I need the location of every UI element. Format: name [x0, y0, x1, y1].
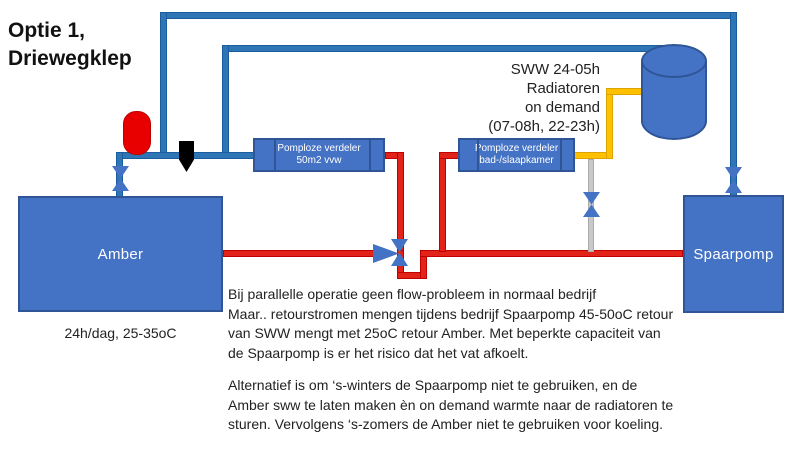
expansion-vessel: [123, 111, 151, 155]
spaarpomp-label: Spaarpomp: [693, 245, 774, 263]
page-title: Optie 1, Driewegklep: [8, 17, 132, 73]
pipe-red-manifold-right-in: [439, 152, 459, 159]
amber-box: Amber: [18, 196, 223, 312]
storage-tank-top: [641, 44, 707, 78]
manifold-left-box: Pomploze verdeler 50m2 vvw: [253, 138, 385, 172]
sww-note-line3: on demand: [524, 99, 600, 116]
pipe-red-main-to-spaarpomp: [420, 250, 683, 257]
manifold-right-box: Pomploze verdeler bad-/slaapkamer: [458, 138, 575, 172]
title-line2: Driewegklep: [8, 47, 132, 70]
manifold-right-divider-2: [560, 140, 562, 170]
para1-line2: Maar.. retourstromen mengen tijdens bedr…: [228, 305, 674, 322]
pipe-blue-top-horizontal: [160, 12, 737, 19]
storage-tank: [641, 44, 707, 140]
pipe-blue-second-horizontal: [222, 45, 677, 52]
pipe-yellow-vertical: [606, 88, 613, 159]
manifold-right-divider-1: [477, 140, 479, 170]
pipe-red-manifold-right-riser: [439, 152, 446, 252]
amber-schedule-note: 24h/dag, 25-35oC: [64, 325, 177, 341]
manifold-right-line2: bad-/slaapkamer: [479, 155, 554, 166]
note-paragraph-1: Bij parallelle operatie geen flow-proble…: [228, 285, 702, 363]
manifold-left-label: Pomploze verdeler 50m2 vvw: [255, 143, 383, 167]
spaarpomp-box: Spaarpomp: [683, 195, 784, 313]
title-line1: Optie 1,: [8, 19, 86, 42]
para2-line1: Alternatief is om ‘s-winters de Spaarpom…: [228, 377, 638, 393]
para1-line1: Bij parallelle operatie geen flow-proble…: [228, 286, 597, 302]
pipe-blue-left-vertical-1: [160, 12, 167, 159]
pipe-red-manifold-left-drop: [397, 152, 404, 251]
sww-note-line4: (07-08h, 22-23h): [488, 118, 600, 135]
sww-note-line2: Radiatoren: [526, 80, 600, 97]
manifold-left-line1: Pomploze verdeler: [277, 143, 361, 154]
para1-line3: van SWW mengt met 25oC retour Amber. Met…: [228, 325, 661, 341]
manifold-left-line2: 50m2 vvw: [296, 155, 342, 166]
sww-schedule-note: SWW 24-05h Radiatoren on demand (07-08h,…: [418, 60, 600, 136]
manifold-right-label: Pomploze verdeler bad-/slaapkamer: [460, 143, 573, 167]
note-paragraph-2: Alternatief is om ‘s-winters de Spaarpom…: [228, 376, 702, 435]
black-arrow-marker: [179, 141, 194, 172]
manifold-left-divider-1: [274, 140, 276, 170]
para1-line4: de Spaarpomp is er het risico dat het va…: [228, 344, 529, 361]
para2-line2: Amber sww te laten maken èn on demand wa…: [228, 396, 674, 413]
manifold-right-line1: Pomploze verdeler: [474, 143, 559, 154]
para2-line3: sturen. Vervolgens ‘s-zomers de Amber ni…: [228, 416, 664, 432]
pipe-yellow-tank-link: [606, 88, 646, 95]
pipe-blue-left-vertical-2: [222, 45, 229, 159]
manifold-left-divider-2: [369, 140, 371, 170]
pipe-red-amber-out: [223, 250, 383, 257]
sww-note-line1: SWW 24-05h: [510, 61, 600, 78]
amber-label: Amber: [97, 245, 144, 263]
